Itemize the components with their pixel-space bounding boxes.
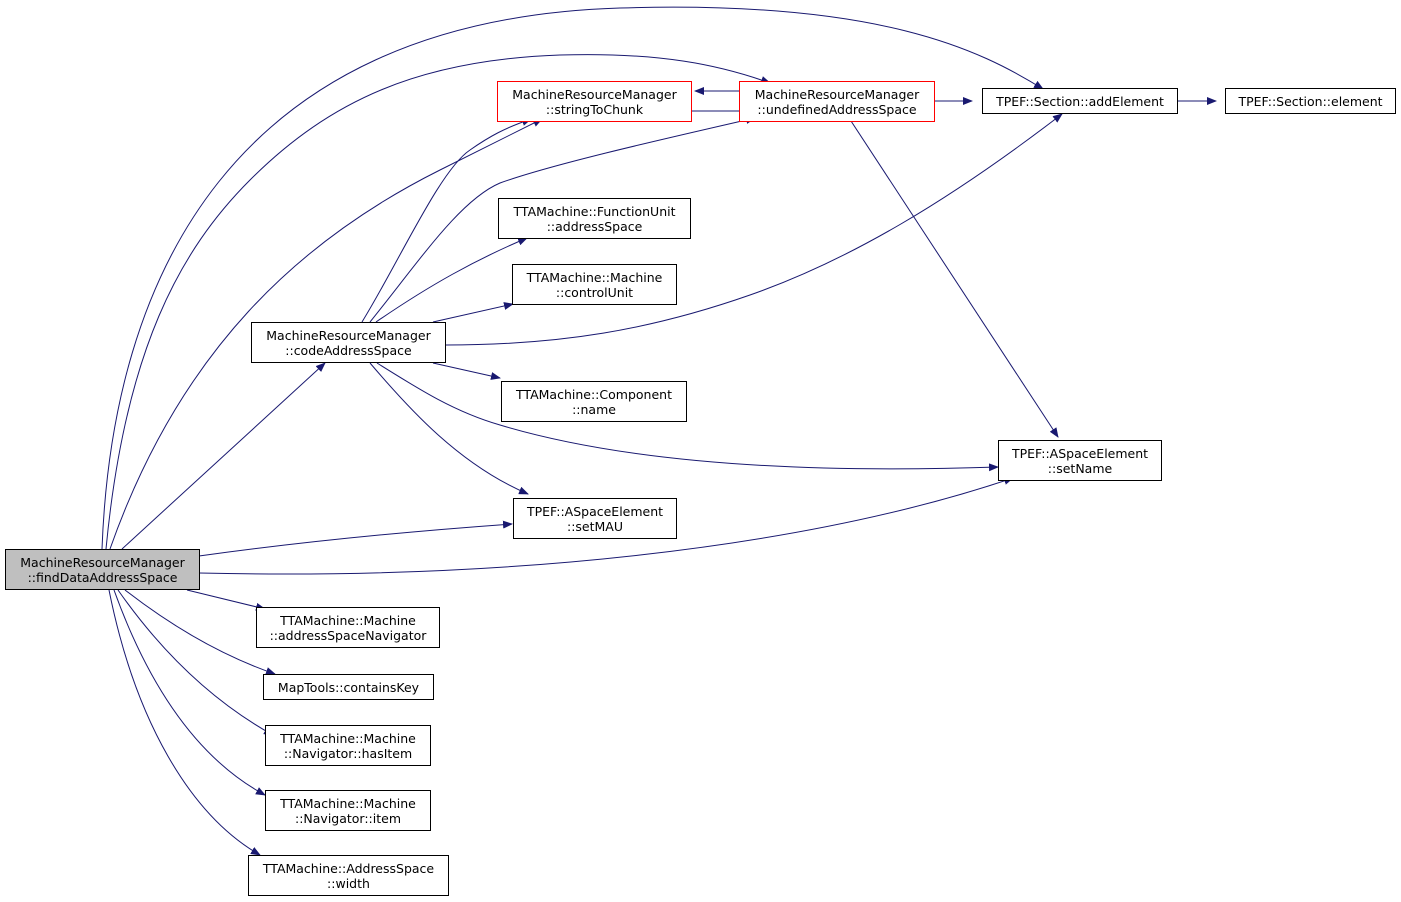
- node-line-1: MapTools::containsKey: [277, 679, 420, 695]
- edge-root-setmau: [198, 520, 513, 557]
- node-line-2: ::codeAddressSpace: [285, 342, 412, 358]
- node-line-1: TTAMachine::FunctionUnit: [513, 203, 676, 219]
- node-line-1: TTAMachine::Machine: [526, 269, 663, 285]
- node-line-2: ::Navigator::item: [294, 810, 402, 826]
- node-line-1: TPEF::Section::addElement: [996, 93, 1164, 109]
- edge-root-addel: [101, 6, 1044, 550]
- edge-uas-setname: [850, 120, 1059, 438]
- edge-root-asnav: [186, 589, 266, 611]
- node-find-data-address-space[interactable]: MachineResourceManager ::findDataAddress…: [5, 549, 200, 590]
- node-line-1: TTAMachine::Machine: [280, 730, 416, 746]
- node-address-space-navigator[interactable]: TTAMachine::Machine ::addressSpaceNaviga…: [256, 607, 440, 648]
- node-line-1: MachineResourceManager: [266, 327, 431, 343]
- node-undefined-address-space[interactable]: MachineResourceManager ::undefinedAddres…: [739, 81, 935, 122]
- edge-cas-cu: [432, 302, 514, 323]
- edge-cas-uas: [369, 116, 756, 323]
- edge-root-stc: [109, 118, 543, 550]
- node-code-address-space[interactable]: MachineResourceManager ::codeAddressSpac…: [251, 322, 446, 363]
- node-navigator-has-item[interactable]: TTAMachine::Machine ::Navigator::hasItem: [265, 725, 431, 766]
- node-line-1: TTAMachine::Component: [516, 386, 672, 402]
- edge-root-setname: [198, 477, 1014, 575]
- node-line-1: TPEF::ASpaceElement: [526, 503, 664, 519]
- node-line-2: ::stringToChunk: [545, 101, 644, 117]
- node-line-2: ::undefinedAddressSpace: [757, 101, 917, 117]
- node-function-unit-address-space[interactable]: TTAMachine::FunctionUnit ::addressSpace: [498, 198, 691, 239]
- node-line-1: TTAMachine::Machine: [280, 612, 416, 628]
- edge-root-ck: [124, 589, 276, 675]
- node-string-to-chunk[interactable]: MachineResourceManager ::stringToChunk: [497, 81, 692, 122]
- node-line-1: TTAMachine::Machine: [280, 795, 416, 811]
- node-line-2: ::controlUnit: [555, 284, 634, 300]
- node-machine-control-unit[interactable]: TTAMachine::Machine ::controlUnit: [512, 264, 677, 305]
- node-line-1: MachineResourceManager: [754, 86, 920, 102]
- node-line-2: ::setName: [1047, 460, 1113, 476]
- node-line-2: ::Navigator::hasItem: [283, 745, 413, 761]
- edge-cas-addel: [445, 113, 1063, 346]
- node-section-add-element[interactable]: TPEF::Section::addElement: [982, 88, 1178, 114]
- node-line-2: ::findDataAddressSpace: [27, 569, 178, 585]
- node-line-2: ::width: [327, 875, 370, 891]
- node-line-2: ::name: [572, 401, 616, 417]
- node-address-space-width[interactable]: TTAMachine::AddressSpace ::width: [248, 855, 449, 896]
- node-component-name[interactable]: TTAMachine::Component ::name: [501, 381, 687, 422]
- edge-cas-setname: [376, 362, 999, 472]
- node-line-2: ::setMAU: [566, 518, 623, 534]
- edge-cas-setmau: [369, 362, 529, 495]
- edge-root-item: [113, 589, 266, 796]
- edge-cas-compname: [432, 362, 501, 380]
- node-navigator-item[interactable]: TTAMachine::Machine ::Navigator::item: [265, 790, 431, 831]
- edge-root-uas: [105, 54, 771, 550]
- edge-root-cas: [121, 362, 326, 550]
- node-line-1: TTAMachine::AddressSpace: [262, 860, 435, 876]
- edge-cas-fu: [375, 237, 528, 323]
- edge-cas-stc: [361, 118, 532, 323]
- node-line-1: TPEF::Section::element: [1238, 93, 1383, 109]
- edge-root-hasitem: [117, 589, 274, 736]
- node-line-2: ::addressSpace: [546, 218, 643, 234]
- node-map-tools-contains-key[interactable]: MapTools::containsKey: [263, 674, 434, 700]
- node-line-1: MachineResourceManager: [512, 86, 677, 102]
- node-aspace-element-set-name[interactable]: TPEF::ASpaceElement ::setName: [998, 440, 1162, 481]
- node-line-2: ::addressSpaceNavigator: [269, 627, 427, 643]
- node-line-1: TPEF::ASpaceElement: [1011, 445, 1149, 461]
- node-aspace-element-set-mau[interactable]: TPEF::ASpaceElement ::setMAU: [513, 498, 677, 539]
- edge-root-width: [108, 589, 261, 856]
- node-section-element[interactable]: TPEF::Section::element: [1225, 88, 1396, 114]
- node-line-1: MachineResourceManager: [20, 554, 185, 570]
